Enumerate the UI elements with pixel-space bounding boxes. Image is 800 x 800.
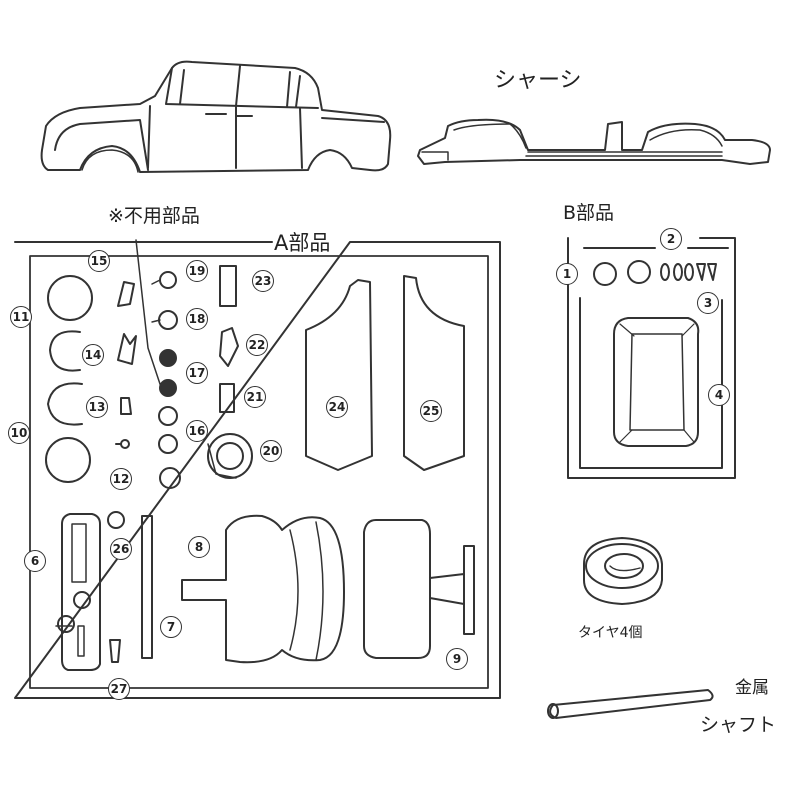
part-number-18: 18	[186, 308, 208, 330]
part-b-pieces	[593, 260, 717, 447]
metal-label: 金属	[735, 678, 769, 698]
part-number-8: 8	[188, 536, 210, 558]
part-number-6: 6	[24, 550, 46, 572]
part-number-25: 25	[420, 400, 442, 422]
part-number-12: 12	[110, 468, 132, 490]
part-number-3: 3	[697, 292, 719, 314]
part-number-27: 27	[108, 678, 130, 700]
parts-a-label: A部品	[274, 231, 331, 255]
part-number-10: 10	[8, 422, 30, 444]
part-number-21: 21	[244, 386, 266, 408]
part-number-1: 1	[556, 263, 578, 285]
part-number-13: 13	[86, 396, 108, 418]
car-body-illustration	[40, 60, 392, 173]
part-number-15: 15	[88, 250, 110, 272]
part-number-11: 11	[10, 306, 32, 328]
part-rings	[45, 275, 93, 483]
part-number-22: 22	[246, 334, 268, 356]
shaft-label: シャフト	[700, 714, 777, 736]
parts-b-label: B部品	[563, 202, 615, 224]
part-number-4: 4	[708, 384, 730, 406]
part-number-7: 7	[160, 616, 182, 638]
part-number-24: 24	[326, 396, 348, 418]
part-number-19: 19	[186, 260, 208, 282]
part-number-2: 2	[660, 228, 682, 250]
part-bottom-pieces	[55, 511, 475, 671]
part-number-20: 20	[260, 440, 282, 462]
unused-parts-label: ※不用部品	[108, 205, 200, 227]
tire-illustration	[583, 537, 663, 605]
part-number-26: 26	[110, 538, 132, 560]
part-number-17: 17	[186, 362, 208, 384]
part-number-14: 14	[82, 344, 104, 366]
part-number-23: 23	[252, 270, 274, 292]
part-number-16: 16	[186, 420, 208, 442]
part-number-9: 9	[446, 648, 468, 670]
chassis-label: シャーシ	[494, 68, 582, 93]
part-side-panels	[305, 275, 465, 471]
tire-label: タイヤ4個	[578, 625, 643, 641]
part-small-pieces	[115, 239, 253, 489]
shaft-illustration	[547, 689, 714, 719]
chassis-illustration	[417, 118, 771, 165]
